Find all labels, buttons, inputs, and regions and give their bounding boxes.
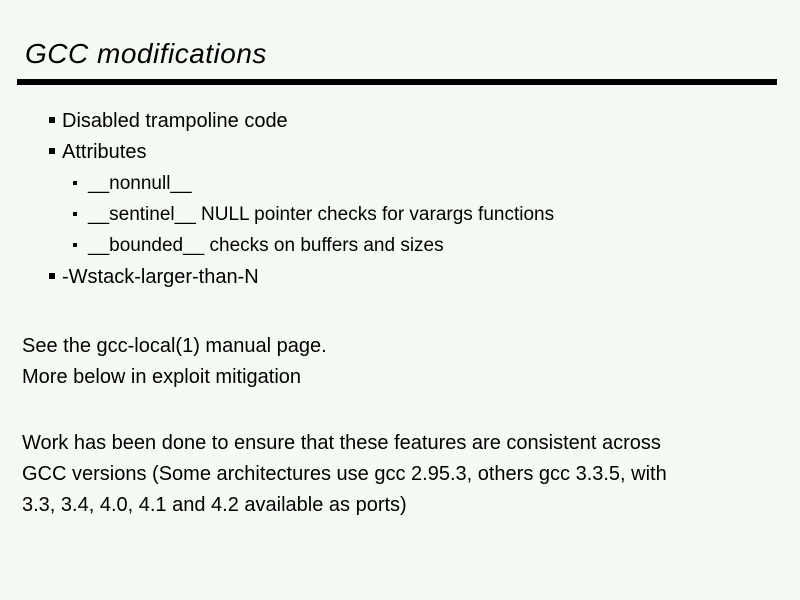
list-item-label: -Wstack-larger-than-N	[62, 266, 259, 288]
note-line: More below in exploit mitigation	[22, 366, 302, 388]
list-item: -Wstack-larger-than-N	[49, 264, 259, 290]
bullet-square-icon	[49, 148, 55, 154]
paragraph-line: Work has been done to ensure that these …	[22, 432, 661, 454]
paragraph-line: GCC versions (Some architectures use gcc…	[22, 463, 667, 485]
paragraph-line: 3.3, 3.4, 4.0, 4.1 and 4.2 available as …	[22, 494, 407, 516]
note-line: See the gcc-local(1) manual page.	[22, 335, 327, 357]
list-item: __nonnull__	[73, 172, 192, 196]
slide-title: GCC modifications	[25, 38, 267, 69]
title-underline	[17, 79, 777, 85]
bullet-dot-icon	[73, 243, 77, 247]
list-item-label: Attributes	[62, 141, 147, 163]
bullet-square-icon	[49, 273, 55, 279]
list-item-label: Disabled trampoline code	[62, 110, 288, 132]
list-item-label: __sentinel__ NULL pointer checks for var…	[88, 204, 555, 225]
list-item: __sentinel__ NULL pointer checks for var…	[73, 203, 554, 227]
list-item-label: __bounded__ checks on buffers and sizes	[88, 235, 444, 256]
bullet-dot-icon	[73, 181, 77, 185]
list-item: Disabled trampoline code	[49, 108, 288, 134]
bullet-square-icon	[49, 117, 55, 123]
list-item: __bounded__ checks on buffers and sizes	[73, 234, 444, 258]
list-item: Attributes	[49, 139, 146, 165]
bullet-dot-icon	[73, 212, 77, 216]
list-item-label: __nonnull__	[88, 173, 192, 194]
